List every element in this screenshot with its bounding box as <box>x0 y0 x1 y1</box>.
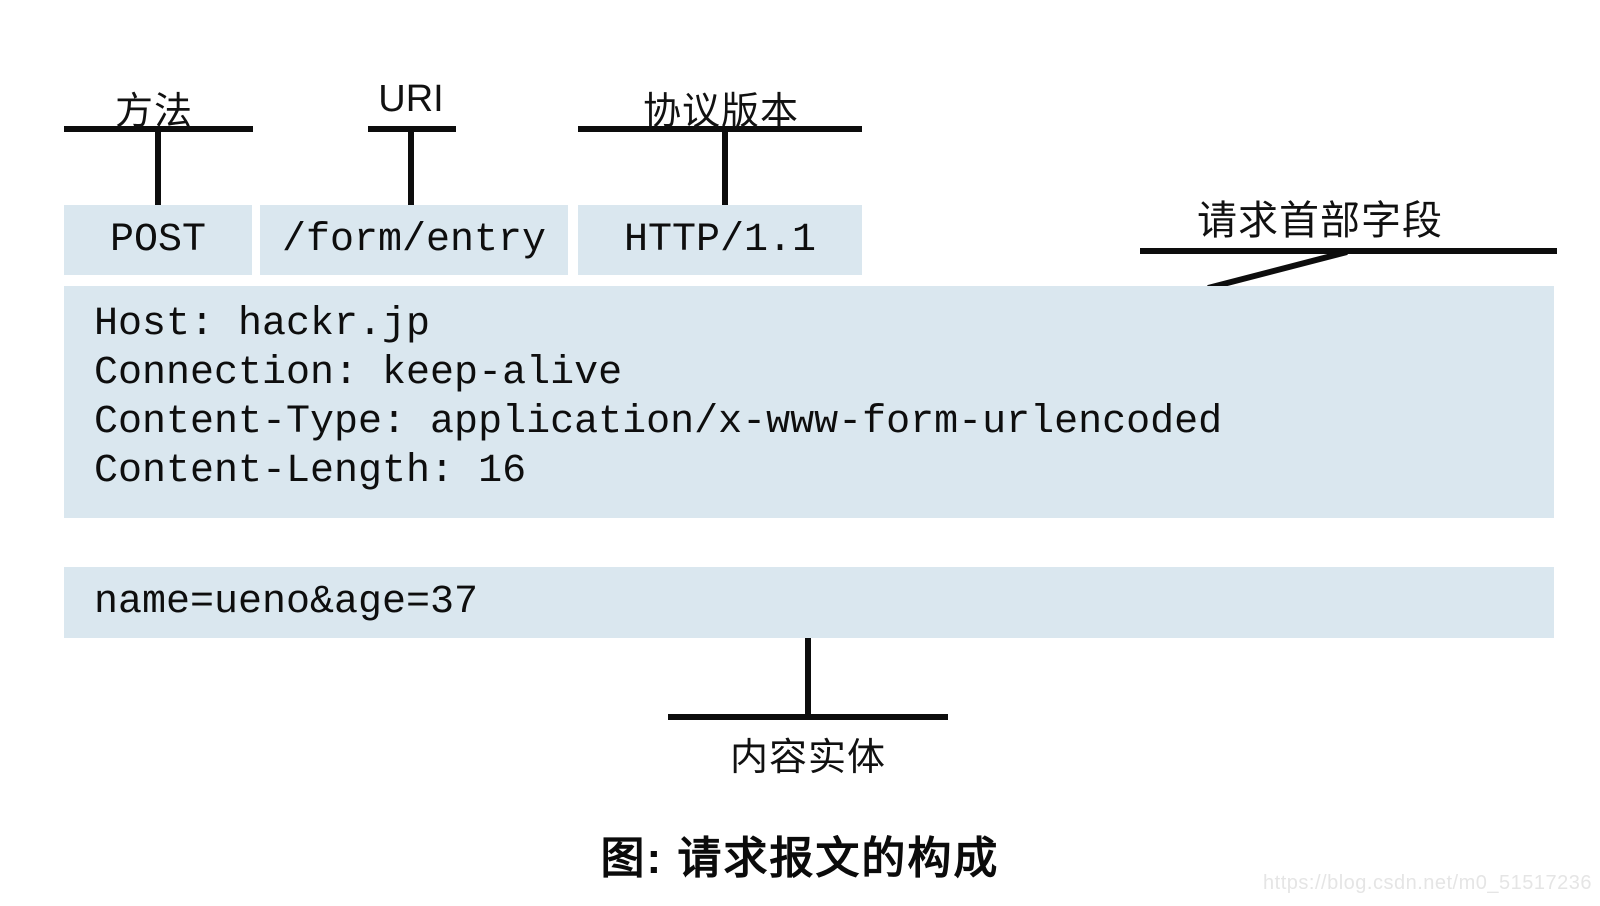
headers-callout-diagonal <box>1207 249 1348 291</box>
figure-caption: 图: 请求报文的构成 <box>600 834 1000 883</box>
header-field-connection: Connection: keep-alive <box>94 351 623 396</box>
version-label: 协议版本 <box>642 91 800 133</box>
request-headers-label: 请求首部字段 <box>1197 199 1443 243</box>
request-uri-box: /form/entry <box>260 205 568 275</box>
request-headers-box: Host: hackr.jp Connection: keep-alive Co… <box>64 286 1554 518</box>
request-method-box: POST <box>64 205 252 275</box>
watermark-url: https://blog.csdn.net/m0_51517236 <box>1263 872 1592 894</box>
method-label: 方法 <box>114 91 194 133</box>
entity-body-box: name=ueno&age=37 <box>64 567 1554 638</box>
header-field-content-type: Content-Type: application/x-www-form-url… <box>94 400 1223 445</box>
header-field-host: Host: hackr.jp <box>94 302 431 347</box>
entity-body-label: 内容实体 <box>729 737 887 779</box>
header-field-content-length: Content-Length: 16 <box>94 449 527 494</box>
request-version-box: HTTP/1.1 <box>578 205 862 275</box>
uri-label: URI <box>378 78 444 120</box>
